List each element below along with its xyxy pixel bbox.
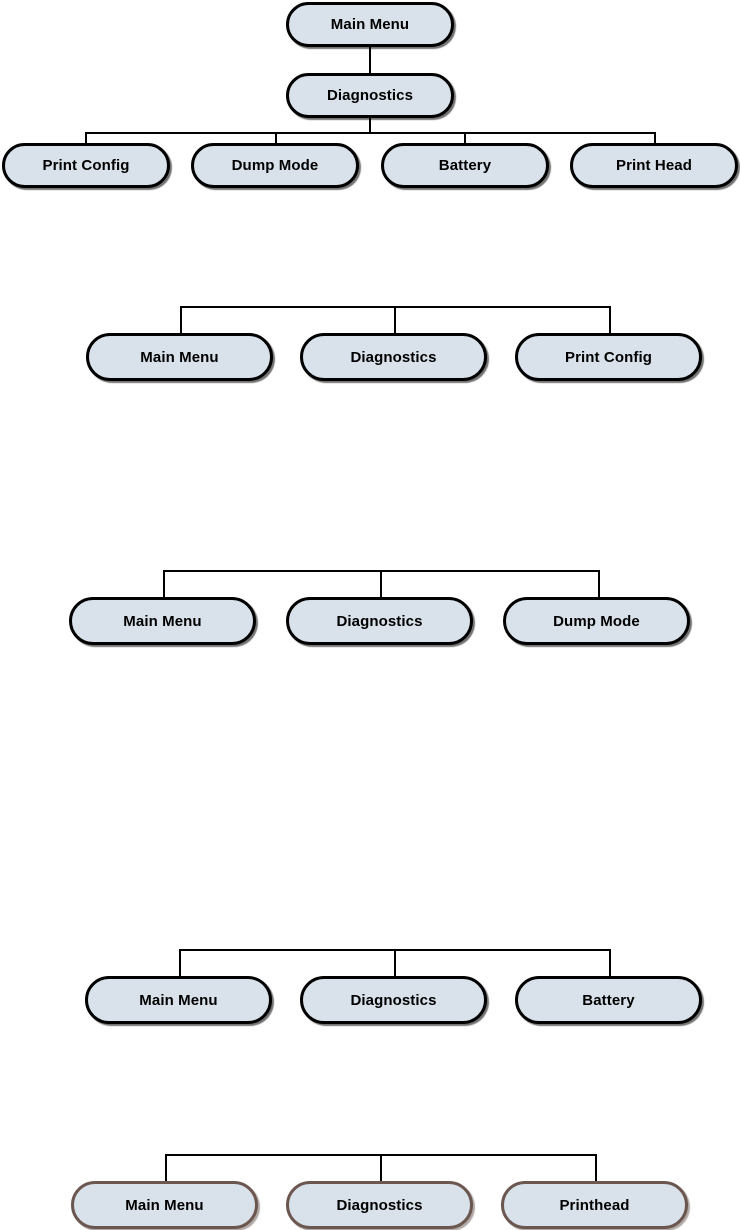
node-label: Battery (582, 991, 635, 1009)
node-g1-print-head[interactable]: Print Head (570, 143, 738, 188)
connector-horizontal-bar (85, 132, 655, 134)
connector-stem (369, 47, 371, 73)
node-g5-diagnostics[interactable]: Diagnostics (286, 1181, 473, 1229)
node-g4-main-menu[interactable]: Main Menu (85, 976, 272, 1024)
node-g5-printhead[interactable]: Printhead (501, 1181, 688, 1229)
connector-drop-2 (275, 132, 277, 145)
node-g5-main-menu[interactable]: Main Menu (71, 1181, 258, 1229)
node-g1-diagnostics[interactable]: Diagnostics (286, 73, 454, 118)
node-label: Main Menu (140, 348, 219, 366)
connector-stem-down (369, 118, 371, 133)
node-label: Diagnostics (336, 612, 423, 630)
node-g1-main-menu[interactable]: Main Menu (286, 2, 454, 47)
node-label: Print Config (564, 348, 653, 366)
connector-drop-1 (179, 949, 181, 978)
node-label: Diagnostics (336, 1196, 423, 1214)
node-g4-diagnostics[interactable]: Diagnostics (300, 976, 487, 1024)
node-label: Diagnostics (350, 348, 437, 366)
connector-drop-2 (380, 1154, 382, 1183)
node-label: Print Head (615, 157, 692, 174)
node-label: Diagnostics (326, 87, 414, 104)
connector-drop-3 (609, 949, 611, 978)
connector-drop-1 (180, 306, 182, 335)
node-g2-print-config[interactable]: Print Config (515, 333, 702, 381)
node-g3-diagnostics[interactable]: Diagnostics (286, 597, 473, 645)
node-label: Main Menu (330, 16, 410, 33)
connector-drop-2 (380, 570, 382, 599)
node-label: Diagnostics (350, 991, 437, 1009)
connector-drop-4 (654, 132, 656, 145)
node-g3-main-menu[interactable]: Main Menu (69, 597, 256, 645)
node-label: Dump Mode (231, 157, 319, 174)
node-label: Printhead (559, 1196, 630, 1214)
node-g2-diagnostics[interactable]: Diagnostics (300, 333, 487, 381)
connector-drop-1 (163, 570, 165, 599)
node-g1-print-config[interactable]: Print Config (2, 143, 170, 188)
connector-drop-3 (609, 306, 611, 335)
node-label: Main Menu (139, 991, 218, 1009)
node-label: Print Config (42, 157, 130, 174)
node-g3-dump-mode[interactable]: Dump Mode (503, 597, 690, 645)
node-label: Battery (438, 157, 492, 174)
node-g4-battery[interactable]: Battery (515, 976, 702, 1024)
connector-drop-2 (394, 949, 396, 978)
node-label: Main Menu (125, 1196, 204, 1214)
connector-drop-1 (165, 1154, 167, 1183)
node-g1-battery[interactable]: Battery (381, 143, 549, 188)
connector-drop-3 (598, 570, 600, 599)
connector-drop-1 (85, 132, 87, 145)
node-label: Dump Mode (553, 612, 640, 630)
connector-drop-2 (394, 306, 396, 335)
connector-drop-3 (464, 132, 466, 145)
connector-drop-3 (595, 1154, 597, 1183)
node-g1-dump-mode[interactable]: Dump Mode (191, 143, 359, 188)
node-label: Main Menu (123, 612, 202, 630)
node-g2-main-menu[interactable]: Main Menu (86, 333, 273, 381)
